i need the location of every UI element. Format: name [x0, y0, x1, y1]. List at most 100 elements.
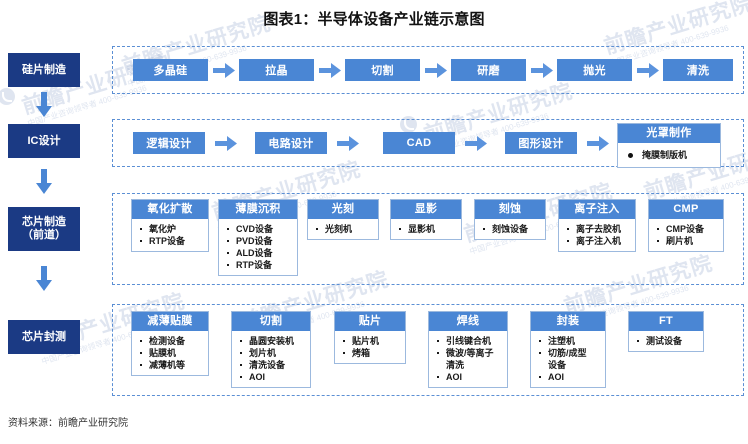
list-item: 光刻机	[314, 223, 375, 235]
flow-right-arrow-icon	[319, 63, 341, 78]
list-item: 切筋/成型	[537, 347, 602, 359]
card-bullet-list: 掩膜制版机	[618, 143, 720, 167]
process-chip-logic-design[interactable]: 逻辑设计	[133, 132, 205, 154]
card-header: 封装	[531, 312, 605, 331]
card-bullet-list: CVD设备 PVD设备 ALD设备 RTP设备	[219, 219, 297, 275]
process-chip-crystal-pulling[interactable]: 拉晶	[239, 59, 314, 81]
stage-label-chip-fab[interactable]: 芯片制造 （前道）	[8, 207, 80, 251]
chip-label: 研磨	[477, 65, 500, 77]
card-bullet-list: 测试设备	[629, 331, 703, 351]
list-item: 减薄机等	[138, 359, 205, 371]
equipment-card-thinning-taping[interactable]: 减薄贴膜 检测设备 贴膜机 减薄机等	[131, 311, 209, 376]
card-header: 离子注入	[559, 200, 635, 219]
equipment-card-ft[interactable]: FT 测试设备	[628, 311, 704, 352]
chip-label: 清洗	[686, 65, 710, 77]
process-chip-polishing[interactable]: 抛光	[557, 59, 632, 81]
list-item: 掩膜制版机	[624, 147, 717, 163]
process-chip-graphic-design[interactable]: 图形设计	[505, 132, 577, 154]
equipment-card-thin-film-deposition[interactable]: 薄膜沉积 CVD设备 PVD设备 ALD设备 RTP设备	[218, 199, 298, 276]
chip-label: 拉晶	[265, 65, 288, 77]
equipment-card-wire-bonding[interactable]: 焊线 引线键合机 微波/等离子 清洗 AOI	[428, 311, 508, 388]
equipment-card-developing[interactable]: 显影 显影机	[390, 199, 462, 240]
list-item: 刻蚀设备	[481, 223, 542, 235]
equipment-card-mask-making[interactable]: 光罩制作 掩膜制版机	[617, 123, 721, 168]
list-item: 清洗	[446, 360, 465, 370]
card-header: 薄膜沉积	[219, 200, 297, 219]
process-chip-slicing[interactable]: 切割	[345, 59, 420, 81]
flow-right-arrow-icon	[215, 136, 237, 151]
card-bullet-list: 晶圆安装机 划片机 清洗设备 AOI	[232, 331, 310, 387]
flow-down-arrow-icon	[36, 266, 52, 292]
list-item: 检测设备	[138, 335, 205, 347]
chip-label: 逻辑设计	[146, 138, 192, 150]
card-header: 贴片	[335, 312, 405, 331]
list-item: AOI	[435, 371, 504, 383]
card-header: 减薄贴膜	[132, 312, 208, 331]
list-item: RTP设备	[225, 259, 294, 271]
list-item: AOI	[537, 371, 602, 383]
equipment-card-photolithography[interactable]: 光刻 光刻机	[307, 199, 379, 240]
list-item: 测试设备	[635, 335, 700, 347]
flow-right-arrow-icon	[587, 136, 609, 151]
card-header: 焊线	[429, 312, 507, 331]
list-item: 微波/等离子	[435, 347, 504, 359]
card-bullet-list: 引线键合机 微波/等离子 清洗 AOI	[429, 331, 507, 387]
card-header: 切割	[232, 312, 310, 331]
source-note: 资料来源：前瞻产业研究院	[8, 418, 128, 429]
chip-label: 图形设计	[518, 138, 564, 150]
list-item: 注塑机	[537, 335, 602, 347]
equipment-card-ion-implantation[interactable]: 离子注入 离子去胶机 离子注入机	[558, 199, 636, 252]
flow-right-arrow-icon	[425, 63, 447, 78]
equipment-card-encapsulation[interactable]: 封装 注塑机 切筋/成型 设备 AOI	[530, 311, 606, 388]
list-item: 晶圆安装机	[238, 335, 307, 347]
list-item: ALD设备	[225, 247, 294, 259]
chip-label: CAD	[406, 137, 432, 149]
process-chip-circuit-design[interactable]: 电路设计	[255, 132, 327, 154]
chip-label: 抛光	[583, 65, 606, 77]
stage-label-silicon-wafer[interactable]: 硅片制造	[8, 53, 80, 87]
list-item: 离子注入机	[565, 235, 632, 247]
page-title: 图表1：半导体设备产业链示意图	[263, 11, 485, 28]
card-bullet-list: 光刻机	[308, 219, 378, 239]
flow-down-arrow-icon	[36, 92, 52, 118]
stage-label-ic-design[interactable]: IC设计	[8, 124, 80, 158]
card-bullet-list: 检测设备 贴膜机 减薄机等	[132, 331, 208, 375]
watermark-logo-icon	[0, 88, 15, 105]
stage-label-text: 芯片封测	[22, 330, 66, 343]
row-container-ic-design	[112, 119, 744, 167]
card-bullet-list: 贴片机 烤箱	[335, 331, 405, 363]
card-header: 光刻	[308, 200, 378, 219]
equipment-card-dicing[interactable]: 切割 晶圆安装机 划片机 清洗设备 AOI	[231, 311, 311, 388]
chip-label: 多晶硅	[153, 65, 188, 77]
process-chip-polysilicon[interactable]: 多晶硅	[133, 59, 208, 81]
flow-right-arrow-icon	[465, 136, 487, 151]
list-item: 显影机	[397, 223, 458, 235]
stage-label-chip-packaging-test[interactable]: 芯片封测	[8, 320, 80, 354]
list-item: 刷片机	[655, 235, 720, 247]
list-item: CMP设备	[655, 223, 720, 235]
chip-label: 切割	[371, 65, 394, 77]
list-item: 引线键合机	[435, 335, 504, 347]
equipment-card-cmp[interactable]: CMP CMP设备 刷片机	[648, 199, 724, 252]
list-item: 划片机	[238, 347, 307, 359]
card-bullet-list: 显影机	[391, 219, 461, 239]
list-item: CVD设备	[225, 223, 294, 235]
flow-right-arrow-icon	[337, 136, 359, 151]
card-header: 氧化扩散	[132, 200, 208, 219]
equipment-card-etching[interactable]: 刻蚀 刻蚀设备	[474, 199, 546, 240]
equipment-card-oxidation-diffusion[interactable]: 氧化扩散 氧化炉 RTP设备	[131, 199, 209, 252]
chip-label: 电路设计	[268, 138, 314, 150]
list-item: RTP设备	[138, 235, 205, 247]
card-header: FT	[629, 312, 703, 331]
process-chip-cad[interactable]: CAD	[383, 132, 455, 154]
process-chip-cleaning[interactable]: 清洗	[663, 59, 733, 81]
list-item: AOI	[238, 371, 307, 383]
card-bullet-list: CMP设备 刷片机	[649, 219, 723, 251]
flow-right-arrow-icon	[637, 63, 659, 78]
card-bullet-list: 离子去胶机 离子注入机	[559, 219, 635, 251]
equipment-card-die-attach[interactable]: 贴片 贴片机 烤箱	[334, 311, 406, 364]
process-chip-grinding[interactable]: 研磨	[451, 59, 526, 81]
card-header: 显影	[391, 200, 461, 219]
card-header: CMP	[649, 200, 723, 219]
